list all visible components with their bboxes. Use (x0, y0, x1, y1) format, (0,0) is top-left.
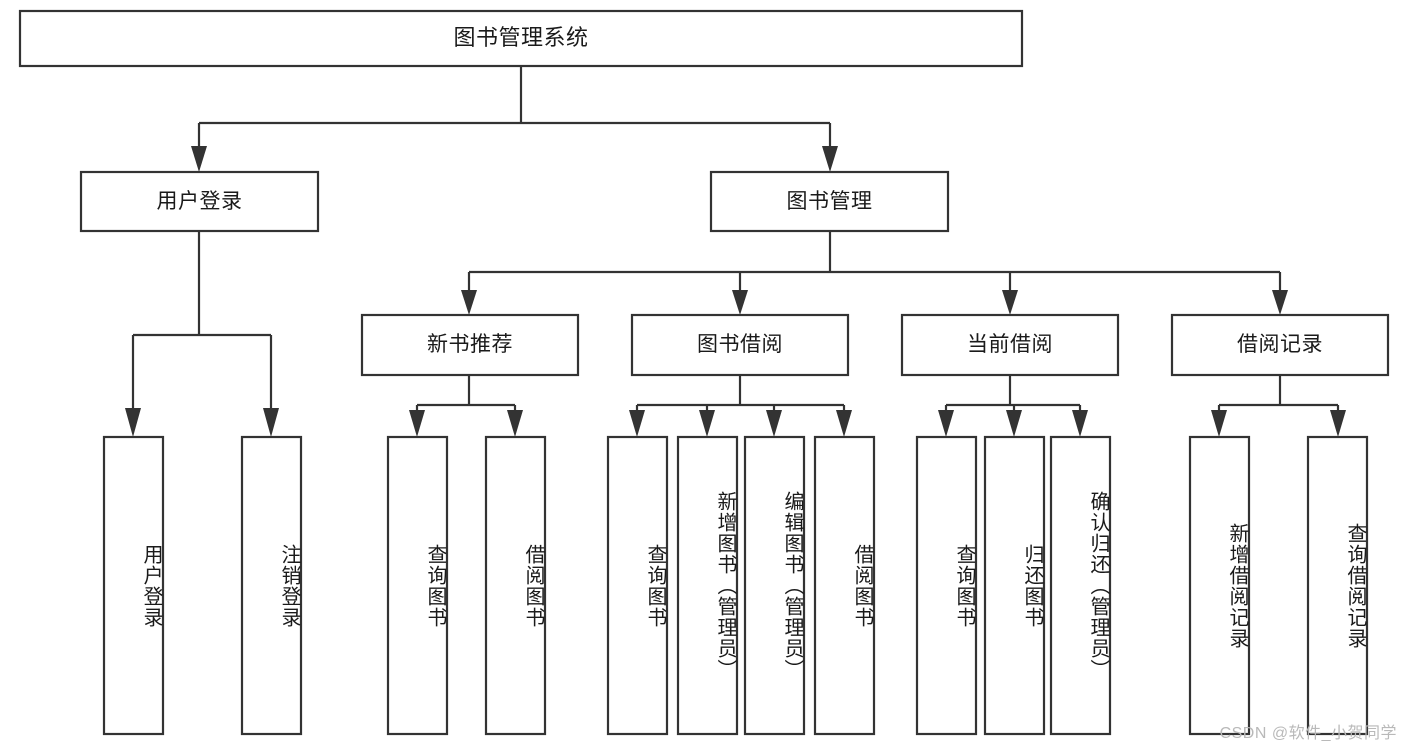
node-box-leaf-borrow-book-2[interactable] (813, 435, 876, 736)
node-box-leaf-query-record[interactable] (1306, 435, 1369, 736)
node-box-root[interactable] (18, 9, 1024, 68)
arrow-head-user-login (191, 146, 207, 172)
node-box-leaf-add-record[interactable] (1188, 435, 1251, 736)
arrow-head-leaf-query-record (1330, 410, 1346, 437)
node-box-leaf-query-book-1[interactable] (386, 435, 449, 736)
arrow-head-leaf-query-book-3 (938, 410, 954, 437)
arrow-head-leaf-query-book-1 (409, 410, 425, 437)
watermark-text: CSDN @软件_小贺同学 (1219, 725, 1397, 742)
node-box-leaf-borrow-book-1[interactable] (484, 435, 547, 736)
node-box-book-borrow[interactable] (630, 313, 850, 377)
connector-group-book-borrow-to-leaves (629, 375, 852, 437)
arrow-head-book-management (822, 146, 838, 172)
arrow-head-leaf-borrow-book-2 (836, 410, 852, 437)
node-box-current-borrow[interactable] (900, 313, 1120, 377)
arrow-head-current-borrow (1002, 290, 1018, 315)
arrow-head-borrow-record (1272, 290, 1288, 315)
arrow-head-book-borrow (732, 290, 748, 315)
connector-group-current-borrow-to-leaves (938, 375, 1088, 437)
node-box-leaf-add-book[interactable] (676, 435, 739, 736)
node-box-leaf-query-book-2[interactable] (606, 435, 669, 736)
connector-group-user-login-to-leaves (125, 231, 279, 437)
node-box-leaf-confirm-return[interactable] (1049, 435, 1112, 736)
arrow-head-leaf-query-book-2 (629, 410, 645, 437)
node-box-leaf-query-book-3[interactable] (915, 435, 978, 736)
arrow-head-leaf-logout-login (263, 408, 279, 437)
node-box-user-login[interactable] (79, 170, 320, 233)
node-box-new-book-recommend[interactable] (360, 313, 580, 377)
arrow-head-leaf-user-login (125, 408, 141, 437)
arrow-head-leaf-edit-book (766, 410, 782, 437)
arrow-head-leaf-add-book (699, 410, 715, 437)
connector-group-borrow-record-to-leaves (1211, 375, 1346, 437)
node-box-leaf-user-login[interactable] (102, 435, 165, 736)
node-box-borrow-record[interactable] (1170, 313, 1390, 377)
arrow-head-new-book-recommend (461, 290, 477, 315)
arrow-head-leaf-return-book (1006, 410, 1022, 437)
connector-group-book-management-to-level2 (461, 231, 1288, 315)
node-box-leaf-edit-book[interactable] (743, 435, 806, 736)
arrow-head-leaf-add-record (1211, 410, 1227, 437)
node-box-leaf-logout-login[interactable] (240, 435, 303, 736)
arrow-head-leaf-borrow-book-1 (507, 410, 523, 437)
connector-group-new-book-recommend-to-leaves (409, 375, 523, 437)
arrow-head-leaf-confirm-return (1072, 410, 1088, 437)
node-box-leaf-return-book[interactable] (983, 435, 1046, 736)
node-box-book-management[interactable] (709, 170, 950, 233)
connector-group-root-to-level1 (191, 66, 838, 172)
